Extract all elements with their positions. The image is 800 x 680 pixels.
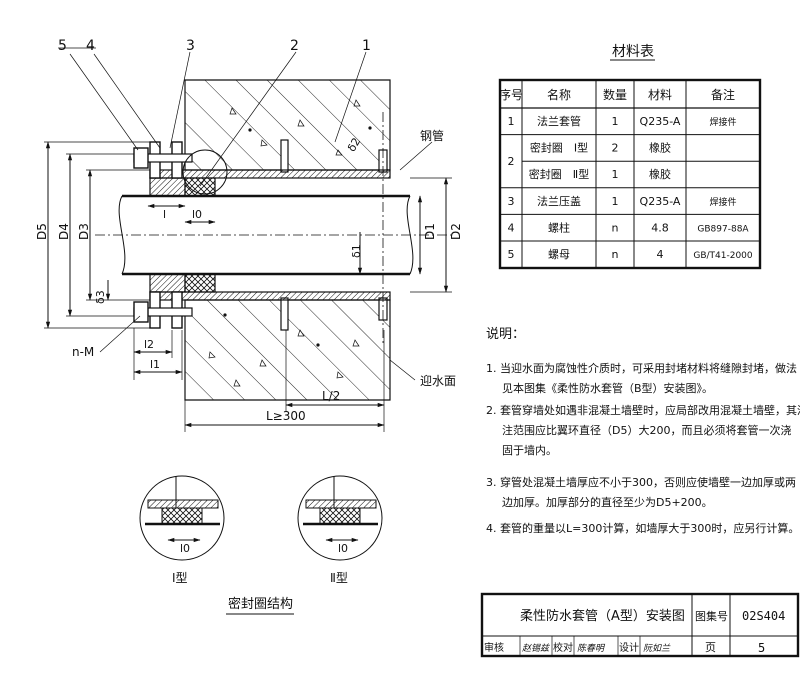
table-header-cell: 数量: [603, 87, 627, 102]
delta2-label: δ2: [345, 136, 363, 154]
table-header-cell: 材料: [648, 88, 672, 102]
callout-2: 2: [290, 38, 299, 54]
dim-d5: D5: [35, 223, 49, 240]
callout-1: 1: [362, 38, 371, 54]
table-header-cell: 名称: [547, 87, 571, 102]
design-label: 设计: [619, 641, 639, 654]
table-cell: 1: [612, 195, 619, 208]
materials-table: [498, 78, 762, 270]
dim-l-half: L/2: [322, 389, 340, 403]
check-label: 校对: [553, 641, 573, 654]
table-cell: 法兰压盖: [537, 194, 581, 208]
callout-5: 5: [58, 38, 67, 54]
concrete-wall: [184, 79, 391, 401]
table-cell: 1: [612, 115, 619, 128]
dim-d1: D1: [423, 223, 437, 240]
check-signature: 陈春明: [577, 643, 606, 654]
dim-l: l: [163, 208, 166, 221]
table-cell: 焊接件: [709, 196, 736, 208]
table-cell: 1: [508, 115, 515, 128]
detail-type2-label: Ⅱ型: [330, 571, 348, 585]
design-signature: 阮如兰: [643, 643, 671, 654]
bolt-spec-label: n-M: [72, 345, 94, 359]
callout-leaders: [58, 47, 433, 381]
dim-l1: l1: [150, 358, 160, 371]
callout-3: 3: [186, 38, 195, 54]
page-label: 页: [705, 641, 716, 654]
table-cell: 橡胶: [649, 167, 671, 181]
atlas-number: 02S404: [742, 609, 785, 623]
table-cell: 螺柱: [548, 220, 570, 234]
note-line-3: 2. 套管穿墙处如遇非混凝土墙壁时，应局部改用混凝土墙壁，其浇: [486, 403, 800, 417]
table-cell: 4: [508, 221, 515, 234]
detail-type2: l0: [297, 475, 383, 561]
table-cell: 螺母: [548, 248, 570, 261]
table-cell: 密封圈 Ⅱ型: [529, 167, 589, 181]
dimension-lines: [44, 141, 452, 432]
note-line-7: 边加厚。加厚部分的直径至少为D5+200。: [502, 495, 713, 509]
table-cell: 密封圈 Ⅰ型: [530, 141, 588, 155]
delta3-label: δ3: [94, 290, 107, 304]
note-line-6: 3. 穿管处混凝土墙厚应不小于300，否则应使墙壁一边加厚或两: [486, 475, 796, 489]
table-cell: 2: [612, 142, 619, 155]
table-cell: 3: [508, 195, 515, 208]
table-cell: 4.8: [651, 221, 669, 234]
table-cell: n: [612, 248, 619, 261]
note-line-8: 4. 套管的重量以L=300计算，如墙厚大于300时，应另行计算。: [486, 521, 799, 535]
table-cell: n: [612, 221, 619, 234]
title-block: [480, 592, 800, 658]
note-line-4: 注范围应比翼环直径（D5）大200，而且必须将套管一次浇: [502, 423, 791, 437]
table-cell: 法兰套管: [537, 114, 581, 128]
callout-4: 4: [86, 38, 95, 54]
dim-l2: l2: [144, 338, 154, 351]
detail-type1-label: Ⅰ型: [172, 571, 188, 585]
steel-pipe-label: 钢管: [420, 128, 444, 143]
table-header-cell: 备注: [711, 87, 735, 102]
table-cell: 4: [657, 248, 664, 261]
review-signature: 赵锡兹: [522, 643, 551, 654]
delta1-label: δ1: [350, 244, 363, 258]
table-cell: 1: [612, 168, 619, 181]
note-line-1: 1. 当迎水面为腐蚀性介质时，可采用封堵材料将缝隙封堵，做法: [486, 361, 797, 375]
note-line-2: 见本图集《柔性防水套管（B型）安装图》。: [502, 381, 713, 395]
atlas-label: 图集号: [695, 609, 728, 623]
detail-caption: 密封圈结构: [228, 596, 293, 612]
detail-type1-l0: l0: [180, 542, 190, 555]
notes-heading: 说明：: [486, 327, 525, 342]
table-cell: 橡胶: [649, 141, 671, 155]
water-face-label: 迎水面: [420, 374, 456, 388]
detail-type1: l0: [139, 475, 225, 561]
table-cell: 5: [508, 248, 515, 261]
dim-l-min: L≥300: [266, 409, 306, 423]
dim-d2: D2: [449, 223, 463, 240]
table-cell: GB897-88A: [697, 224, 749, 234]
table-cell: Q235-A: [640, 195, 681, 208]
review-label: 审核: [484, 641, 504, 654]
table-cell: 2: [508, 155, 515, 168]
detail-type2-l0: l0: [338, 542, 348, 555]
table-cell: Q235-A: [640, 115, 681, 128]
page-number: 5: [758, 641, 765, 655]
table-header-cell: 序号: [499, 87, 523, 102]
table-cell: GB/T41-2000: [693, 251, 753, 261]
dim-d4: D4: [57, 223, 71, 240]
drawing-title: 柔性防水套管（A型）安装图: [520, 608, 685, 624]
dim-d3: D3: [77, 223, 91, 240]
sleeve-pipe: [95, 141, 455, 329]
dim-l0: l0: [192, 208, 202, 221]
note-line-5: 固于墙内。: [502, 443, 557, 457]
table-cell: 焊接件: [709, 116, 736, 128]
materials-table-title: 材料表: [612, 44, 654, 60]
